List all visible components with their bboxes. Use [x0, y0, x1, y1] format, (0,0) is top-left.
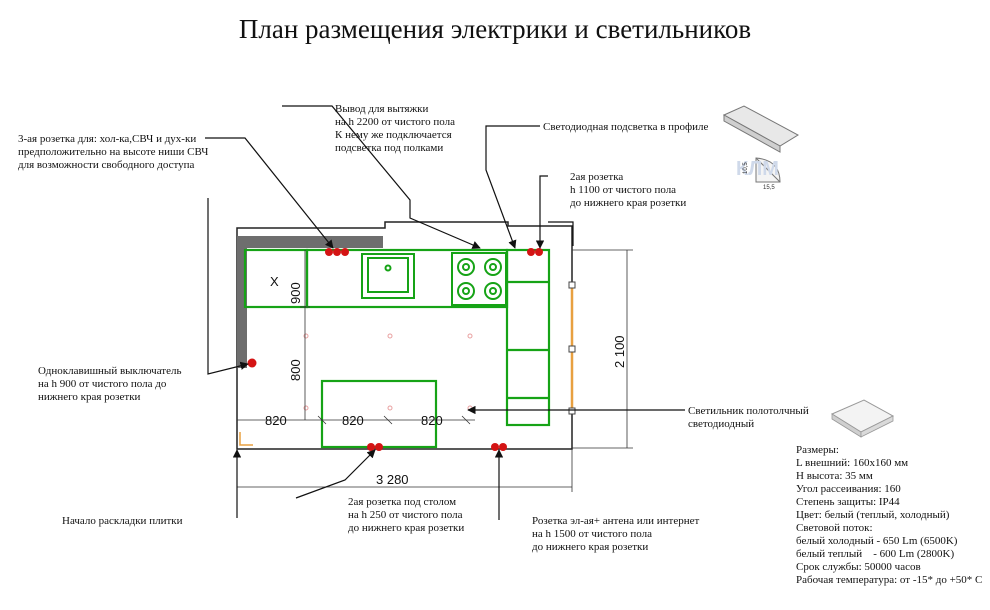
spec-line: Угол рассеивания: 160: [796, 483, 901, 495]
room-outline: [236, 221, 573, 450]
thick-wall: [237, 236, 383, 368]
dim-800: 800: [288, 359, 303, 381]
spec-line: Рабочая температура: от -15* до +50* С: [796, 574, 983, 586]
spec-line: L внешний: 160х160 мм: [796, 457, 909, 469]
cabinet-x-mark: X: [270, 274, 279, 289]
light-specs: Размеры: L внешний: 160х160 мм H высота:…: [796, 444, 982, 587]
ceiling-light-markers: [303, 333, 473, 411]
spec-line: Световой поток:: [796, 522, 873, 534]
spec-line: Срок службы: 50000 часов: [796, 561, 921, 573]
room-walls: [236, 221, 573, 450]
kitchen-cabinets: [243, 248, 551, 449]
sink: [361, 253, 415, 299]
note-socket-antenna: Розетка эл-ая+ антена или интернет на h …: [532, 515, 700, 553]
cooktop: [451, 252, 507, 306]
profile-height-label: 10,5: [743, 162, 749, 174]
dim-820-mid: 820: [342, 413, 364, 428]
note-led-profile: Светодиодная подсветка в профиле: [543, 121, 709, 133]
note-socket-2: 2ая розетка h 1100 от чистого пола до ни…: [570, 171, 687, 209]
profile-logo: КЛМ: [736, 158, 779, 180]
spec-line: белый теплый - 600 Lm (2800K): [796, 548, 955, 560]
note-socket-under-table: 2ая розетка под столом на h 250 от чисто…: [348, 496, 465, 534]
dim-900: 900: [288, 282, 303, 304]
ceiling-light-image: [830, 399, 895, 438]
note-tile-start: Начало раскладки плитки: [62, 515, 183, 527]
led-profile-image: [722, 105, 800, 183]
profile-width-label: 15,5: [763, 185, 775, 191]
page-title: План размещения электрики и светильников: [238, 14, 752, 44]
spec-line: H высота: 35 мм: [796, 470, 873, 482]
spec-line: белый холодный - 650 Lm (6500K): [796, 535, 958, 547]
dim-3280: 3 280: [376, 472, 409, 487]
island-table: [320, 379, 438, 449]
note-ceiling-light: Светильник полотолчный светодиодный: [688, 405, 809, 430]
dim-2100: 2 100: [612, 335, 627, 368]
note-hood-outlet: Вывод для вытяжки на h 2200 от чистого п…: [335, 103, 455, 154]
note-socket-3: 3-ая розетка для: хол-ка,СВЧ и дух-ки пр…: [18, 133, 209, 171]
dimension-lines: [236, 249, 633, 492]
sockets: [247, 248, 543, 451]
spec-line: Размеры:: [796, 444, 839, 456]
dim-820-left: 820: [265, 413, 287, 428]
tile-start-mark: [239, 432, 253, 446]
spec-line: Степень защиты: IP44: [796, 496, 900, 508]
leader-lines: [205, 105, 685, 520]
note-switch: Одноклавишный выключатель на h 900 от чи…: [38, 365, 182, 403]
spec-line: Цвет: белый (теплый, холодный): [796, 509, 950, 521]
dim-820-right: 820: [421, 413, 443, 428]
